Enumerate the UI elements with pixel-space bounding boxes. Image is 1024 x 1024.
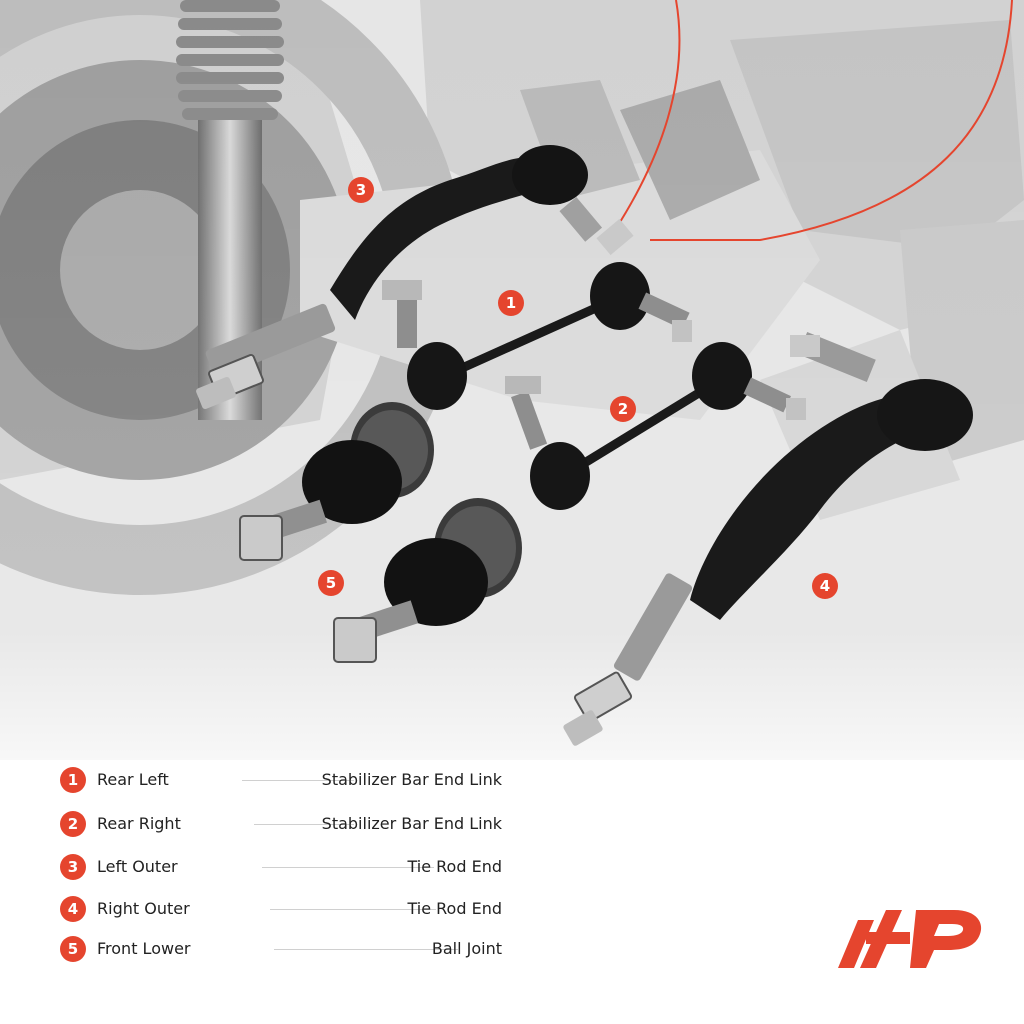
tie-rod-end-left [196,145,634,410]
legend-divider [274,949,458,950]
stabilizer-link-rear-right [505,342,806,510]
legend-number: 5 [60,936,86,962]
legend-number: 2 [60,811,86,837]
legend-row-2: 2 Rear Right Stabilizer Bar End Link [60,809,502,839]
legend-position: Right Outer [97,899,190,918]
callout-1: 1 [498,290,524,316]
legend-divider [242,780,354,781]
legend-row-1: 1 Rear Left Stabilizer Bar End Link [60,765,502,795]
brand-logo-icon [838,910,982,968]
ball-joint-upper [239,402,434,561]
legend-divider [254,824,354,825]
legend-row-5: 5 Front Lower Ball Joint [60,934,502,964]
callout-4: 4 [812,573,838,599]
legend-row-3: 3 Left Outer Tie Rod End [60,852,502,882]
callout-3: 3 [348,177,374,203]
tie-rod-end-right [563,332,973,746]
legend-divider [270,909,436,910]
callout-2: 2 [610,396,636,422]
legend-row-4: 4 Right Outer Tie Rod End [60,894,502,924]
legend-position: Front Lower [97,939,191,958]
legend-part-name: Ball Joint [431,939,502,958]
legend-position: Rear Left [97,770,169,789]
ball-joint-lower [333,498,522,663]
legend-part-name: Stabilizer Bar End Link [321,814,502,833]
legend-part-name: Tie Rod End [407,899,503,918]
legend-part-name: Stabilizer Bar End Link [321,770,502,789]
callout-5: 5 [318,570,344,596]
legend-number: 1 [60,767,86,793]
legend-number: 4 [60,896,86,922]
stabilizer-link-rear-left [382,262,692,410]
legend-position: Left Outer [97,857,178,876]
legend-part-name: Tie Rod End [407,857,503,876]
legend-position: Rear Right [97,814,181,833]
legend-number: 3 [60,854,86,880]
legend-divider [262,867,434,868]
